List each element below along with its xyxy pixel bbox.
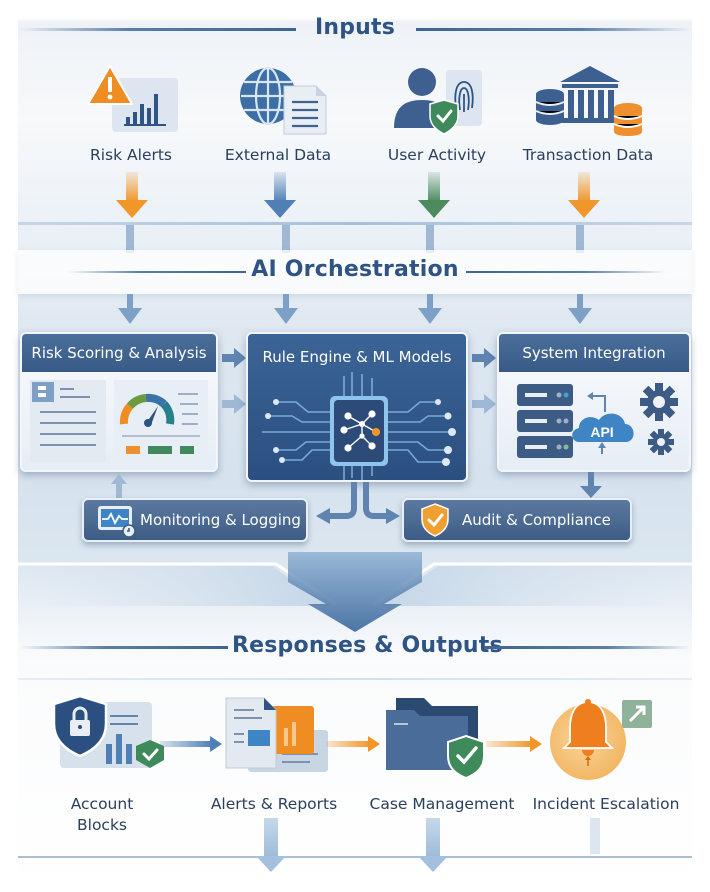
arrow-risk-to-engine [220,344,248,414]
output-arrow-1 [160,734,224,754]
rule-engine-panel[interactable]: Rule Engine & ML Models [246,332,468,482]
input-label-risk-alerts: Risk Alerts [89,146,173,164]
audit-compliance-label: Audit & Compliance [462,511,611,529]
output-label-account-blocks: Account Blocks [70,795,134,834]
output-label-case-management: Case Management [369,795,515,813]
output-label-alerts-reports: Alerts & Reports [210,795,338,813]
input-label-external-data: External Data [224,146,332,164]
user-fingerprint-icon [392,64,484,136]
shield-check-icon [420,503,450,537]
outputs-rule-left [20,646,228,649]
system-integration-panel[interactable]: System Integration API [497,332,691,472]
lower-connectors [0,472,710,532]
monitoring-logging-label: Monitoring & Logging [140,511,301,529]
outputs-title: Responses & Outputs [232,633,503,658]
monitoring-logging-pill[interactable]: Monitoring & Logging [82,498,308,542]
shield-lock-icon [50,694,168,774]
connector-lines [0,225,710,330]
monitor-clock-icon [96,502,136,538]
input-arrow-external-data [262,172,298,222]
chip-network-icon [252,372,466,480]
output-arrow-3 [486,734,544,754]
inputs-rule-left [18,28,296,31]
inputs-divider [18,222,692,225]
inputs-section: Inputs [0,0,710,230]
bank-database-icon [534,64,644,136]
funnel-arrow [18,552,692,642]
orchestration-down-arrows [0,294,710,330]
folder-check-icon [384,696,494,780]
input-arrow-user-activity [416,172,452,222]
rule-engine-title: Rule Engine & ML Models [262,348,452,366]
system-integration-title: System Integration [499,334,689,372]
server-api-icon: API [509,378,685,470]
api-label: API [590,424,613,440]
outputs-rule-right [484,646,690,649]
orchestration-title: AI Orchestration [251,257,459,282]
inputs-rule-right [416,28,692,31]
input-arrow-risk-alerts [114,172,150,222]
risk-scoring-panel[interactable]: Risk Scoring & Analysis [20,332,218,472]
gauge-dashboard-icon [30,380,208,468]
audit-compliance-pill[interactable]: Audit & Compliance [402,498,632,542]
output-arrow-2 [326,734,382,754]
orchestration-rule-right [466,271,666,273]
output-label-incident-escalation: Incident Escalation [532,795,680,813]
outputs-divider [18,678,692,680]
inputs-title: Inputs [314,15,396,40]
report-documents-icon [222,694,334,774]
orchestration-rule-left [68,271,246,273]
arrow-engine-to-integration [470,344,498,414]
input-label-transaction-data: Transaction Data [522,146,654,164]
risk-scoring-title: Risk Scoring & Analysis [22,334,216,372]
input-label-user-activity: User Activity [387,146,487,164]
globe-document-icon [238,64,330,136]
warning-chart-icon [88,64,180,136]
input-arrow-transaction-data [566,172,602,222]
bell-escalation-icon [544,694,654,780]
bottom-arrows [0,818,710,892]
